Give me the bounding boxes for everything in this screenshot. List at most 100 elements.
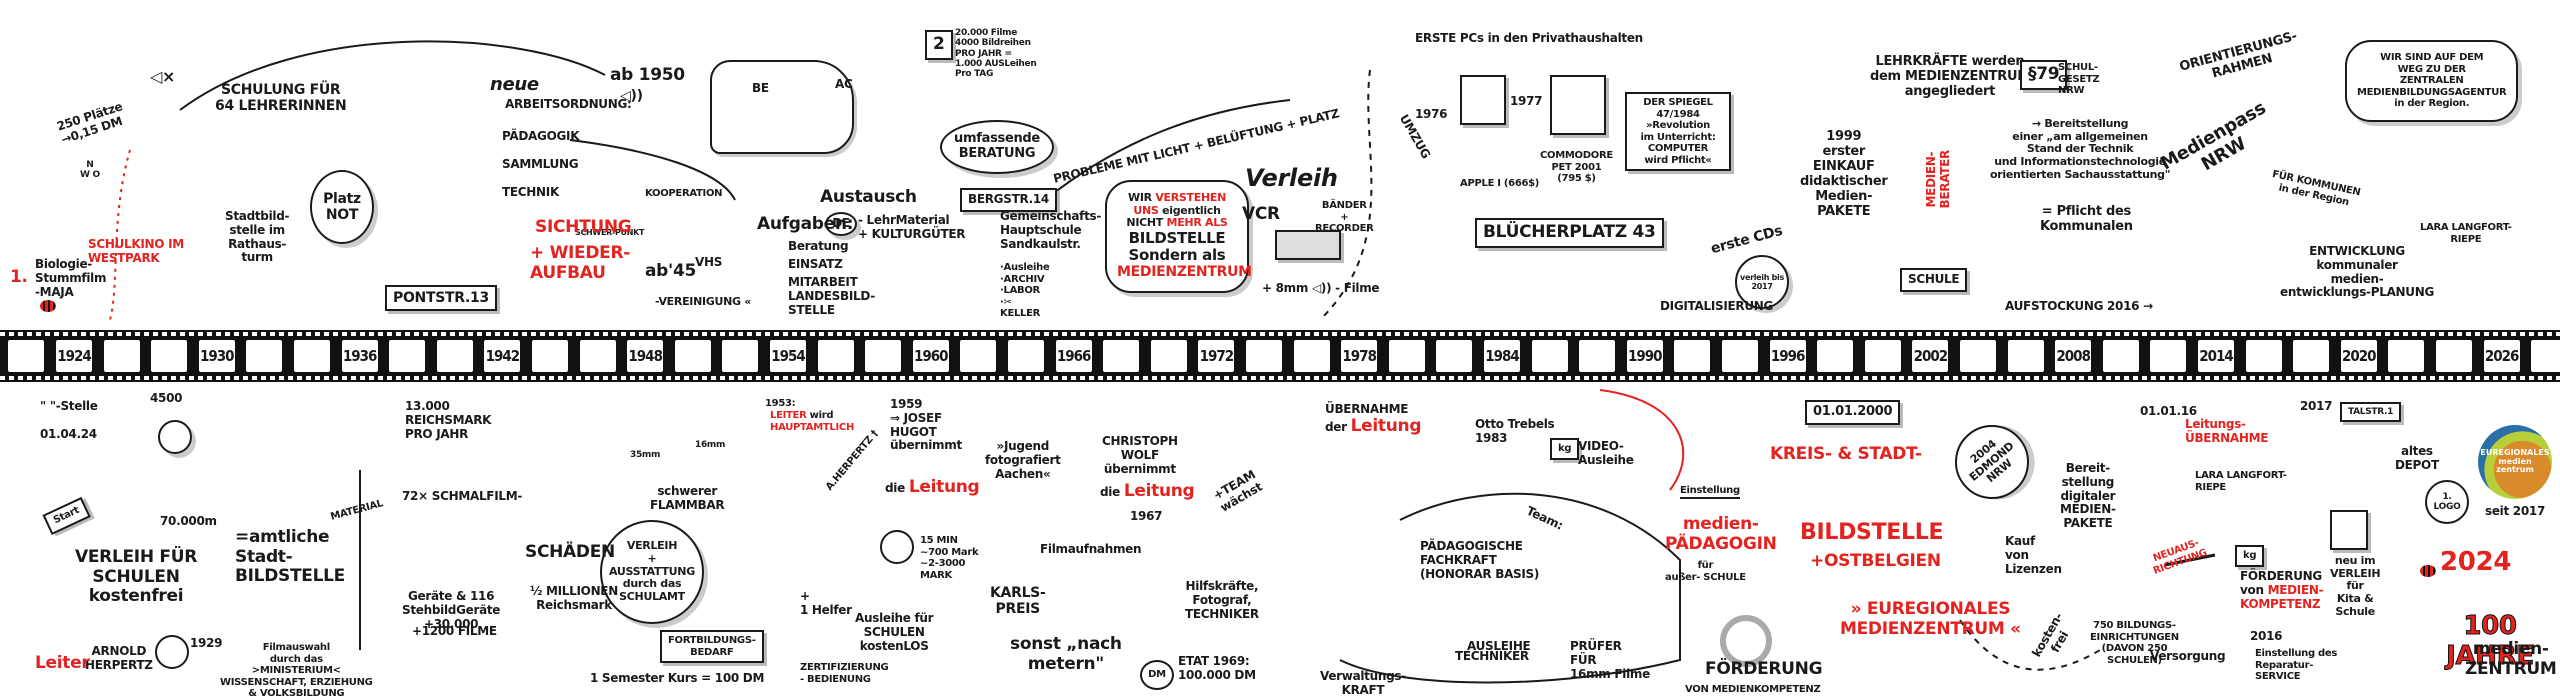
timeline-blank-frame bbox=[1817, 340, 1854, 372]
film-reel-icon bbox=[158, 420, 192, 454]
ab1950-label: ab 1950 bbox=[610, 65, 685, 85]
date-2016: 01.01.16 bbox=[2140, 404, 2197, 418]
timeline-blank-frame bbox=[2293, 340, 2330, 372]
bereitstellung-quote: → Bereitstellung einer „am allgemeinen S… bbox=[1990, 117, 2171, 181]
filmaufnahmen-label: Filmaufnahmen bbox=[1040, 542, 1142, 556]
biology-silent-film-note: Biologie- Stummfilm -MAJA bbox=[35, 257, 107, 299]
year-1929: 1929 bbox=[190, 636, 223, 650]
bubble-text-red: VERSTEHEN UNS bbox=[1133, 191, 1226, 217]
timeline-blank-frame bbox=[1293, 340, 1330, 372]
filme-1200-label: +1200 FILME bbox=[412, 624, 497, 638]
sprocket-holes-bottom bbox=[0, 376, 2560, 380]
map-label-be: BE bbox=[752, 81, 769, 95]
filmauswahl-note: Filmauswahl durch das >MINISTERIUM< WISS… bbox=[220, 642, 373, 698]
bubble-text: WIR bbox=[1128, 191, 1156, 204]
first-logo-icon: 1. LOGO bbox=[2425, 480, 2469, 524]
arbeitsordnung-label: ARBEITSORDNUNG: bbox=[505, 97, 632, 111]
talstr-sign: TALSTR.1 bbox=[2340, 402, 2402, 423]
apple-label: APPLE I (666$) bbox=[1460, 178, 1540, 189]
bee-icon bbox=[40, 300, 56, 312]
compass-icon: N W O bbox=[80, 160, 100, 181]
bubble-text-red: MEDIENZENTRUM bbox=[1117, 264, 1252, 281]
techniker-label: TECHNIKER bbox=[1455, 649, 1529, 663]
arrow-neuausrichtung bbox=[2164, 553, 2216, 567]
hauptschule-label: Gemeinschafts- Hauptschule Sandkaulstr. bbox=[1000, 209, 1102, 251]
baender-label: BÄNDER + RECORDER bbox=[1315, 200, 1374, 234]
cd-icon: verleih bis 2017 bbox=[1735, 255, 1789, 309]
pflicht-label: = Pflicht des Kommunalen bbox=[2040, 204, 2133, 234]
foerderung-label: FÖRDERUNG bbox=[1705, 659, 1823, 679]
nach-metern-label: sonst „nach metern" bbox=[1010, 634, 1122, 674]
timeline-blank-frame bbox=[246, 340, 283, 372]
year-2016: 2016 bbox=[2250, 629, 2283, 643]
timeline-year-frame: 2014 bbox=[2198, 340, 2234, 372]
ausleihe-kostenlos-note: Ausleihe für SCHULEN kostenLOS bbox=[855, 611, 934, 653]
de-bubble: DE bbox=[825, 212, 857, 236]
vcr-device-icon bbox=[1275, 230, 1341, 260]
timeline-blank-frame bbox=[674, 340, 711, 372]
film-projector-icon bbox=[880, 530, 914, 564]
leitung-red: Leitung bbox=[1350, 415, 1422, 436]
altes-depot-label: altes DEPOT bbox=[2395, 444, 2439, 472]
timeline-year-frame: 1984 bbox=[1484, 340, 1520, 372]
geraete-label: Geräte & 116 StehbildGeräte +30.000 bbox=[402, 589, 501, 631]
year-1976: 1976 bbox=[1415, 107, 1448, 121]
vcr-label: VCR bbox=[1242, 204, 1280, 224]
speaker-icon: ◁)) bbox=[620, 88, 643, 104]
timeline-blank-frame bbox=[579, 340, 616, 372]
timeline-year-frame: 2002 bbox=[1912, 340, 1949, 372]
year-1953: 1953: bbox=[765, 398, 796, 409]
digitale-pakete-label: Bereit- stellung digitaler MEDIEN- PAKET… bbox=[2060, 461, 2116, 531]
dashed-umzug bbox=[1319, 69, 1373, 321]
timeline-blank-frame bbox=[1722, 340, 1758, 372]
speaker-muted-icon: ◁× bbox=[150, 67, 176, 86]
timeline-blank-frame bbox=[2531, 340, 2560, 372]
timeline-blank-frame bbox=[103, 340, 140, 372]
timeline-blank-frame bbox=[1103, 340, 1140, 372]
flammbar-label: schwerer FLAMMBAR bbox=[650, 484, 725, 512]
timeline-blank-frame bbox=[151, 340, 188, 372]
reparatur-label: Einstellung des Reparatur- SERVICE bbox=[2255, 648, 2338, 682]
timeline-blank-frame bbox=[436, 340, 473, 372]
length-70000m: 70.000m bbox=[160, 514, 217, 528]
arc-arrow-aufgaben bbox=[569, 139, 736, 201]
star-first-icon: 1. bbox=[10, 267, 28, 287]
timeline-blank-frame bbox=[1674, 340, 1711, 372]
tablet-icon bbox=[2330, 510, 2368, 550]
projector-price-note: 15 MIN ~700 Mark ~2-3000 MARK bbox=[920, 535, 979, 581]
euregionales-label: » EUREGIONALES MEDIENZENTRUM « bbox=[1840, 599, 2021, 639]
bee-icon bbox=[2420, 565, 2436, 577]
verleih-label: Verleih bbox=[1245, 164, 1338, 192]
training-note: SCHULUNG FÜR 64 LEHRERINNEN bbox=[215, 82, 347, 115]
millionen-label: ½ MILLIONEN Reichsmark bbox=[530, 584, 618, 612]
medienberater-label: MEDIEN- BERATER bbox=[1924, 150, 1952, 209]
einkauf-note: 1999 erster EINKAUF didaktischer Medien-… bbox=[1800, 129, 1888, 219]
red-dotted-path bbox=[109, 149, 131, 321]
timeline-blank-frame bbox=[2436, 340, 2472, 372]
etat-1969-label: ETAT 1969: 100.000 DM bbox=[1178, 654, 1256, 682]
weight-kg-icon: kg bbox=[2235, 545, 2265, 567]
amtliche-bildstelle-note: =amtliche Stadt- BILDSTELLE bbox=[235, 527, 345, 587]
arc-probleme bbox=[1044, 99, 1291, 201]
ausleihe-label: AUSLEIHE bbox=[1467, 639, 1531, 653]
100-jahre-label: 100 JAHRE bbox=[2446, 611, 2535, 672]
medienpaedagogin-label: medien- PÄDAGOGIN bbox=[1665, 514, 1777, 554]
kauf-lizenzen-label: Kauf von Lizenzen bbox=[2005, 534, 2062, 576]
timeline-blank-frame bbox=[722, 340, 759, 372]
timeline-blank-frame bbox=[865, 340, 902, 372]
semester-kurs-label: 1 Semester Kurs = 100 DM bbox=[590, 671, 765, 685]
seit-2017-label: seit 2017 bbox=[2485, 504, 2546, 518]
hugot-leitung: die Leitung bbox=[885, 477, 980, 498]
karlspreis-label: KARLS- PREIS bbox=[990, 585, 1046, 618]
dashed-euregional bbox=[1959, 619, 2101, 671]
wird-text: wird bbox=[806, 410, 834, 421]
timeline-blank-frame bbox=[2102, 340, 2139, 372]
schulgesetz-label: SCHUL- GESETZ NRW bbox=[2058, 62, 2100, 96]
pontstr-sign: PONTSTR.13 bbox=[385, 285, 497, 312]
paedagogik-label: PÄDAGOGIK bbox=[502, 129, 580, 143]
stadtbildstelle-note: Stadtbild- stelle im Rathaus- turm bbox=[225, 209, 290, 265]
sprocket-holes-top bbox=[0, 332, 2560, 336]
weight-kg-icon: kg bbox=[1550, 438, 1580, 460]
leiter-label: Leiter bbox=[35, 653, 90, 673]
timeline-year-frame: 1930 bbox=[198, 340, 235, 372]
